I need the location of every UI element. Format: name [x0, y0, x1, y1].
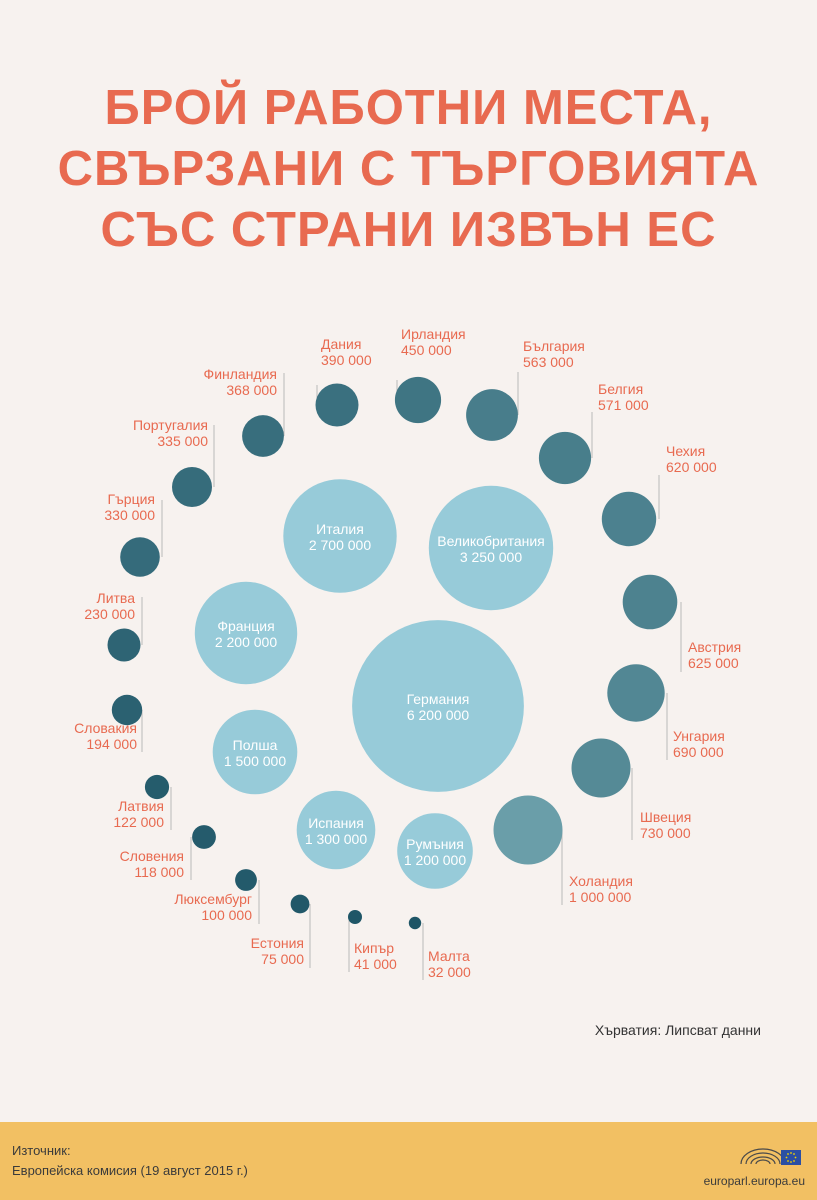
country-14-value-label: 450 000 — [401, 342, 452, 358]
country-16-name-label: Финландия — [204, 366, 277, 382]
chart-title: БРОЙ РАБОТНИ МЕСТА, СВЪРЗАНИ С ТЪРГОВИЯТ… — [0, 78, 817, 261]
country-15-value-label: 390 000 — [321, 352, 372, 368]
country-0-bubble — [352, 620, 524, 792]
country-18-value-label: 330 000 — [104, 507, 155, 523]
country-1-name-label: Великобритания — [437, 533, 545, 549]
country-21-value-label: 122 000 — [113, 814, 164, 830]
country-11-bubble — [601, 491, 657, 547]
country-6-value-label: 1 200 000 — [404, 852, 466, 868]
country-17-value-label: 335 000 — [157, 433, 208, 449]
country-12-bubble — [538, 431, 592, 485]
footer-bar: Източник: Европейска комисия (19 август … — [0, 1122, 817, 1200]
country-6-bubble — [397, 813, 473, 889]
title-line-3: СЪС СТРАНИ ИЗВЪН ЕС — [100, 203, 717, 257]
country-14-name-label: Ирландия — [401, 326, 466, 342]
country-17-name-label: Португалия — [133, 417, 208, 433]
country-12-value-label: 571 000 — [598, 397, 649, 413]
country-12-name-label: Белгия — [598, 381, 643, 397]
country-19-bubble — [107, 628, 141, 662]
country-23-bubble — [235, 869, 257, 891]
country-15-name-label: Дания — [321, 336, 361, 352]
country-16-bubble — [242, 415, 284, 457]
country-7-value-label: 1 000 000 — [569, 889, 631, 905]
country-22-value-label: 118 000 — [134, 864, 184, 880]
country-8-bubble — [571, 738, 631, 798]
source-label: Източник: — [12, 1143, 71, 1158]
country-25-bubble — [348, 910, 362, 924]
country-23-value-label: 100 000 — [201, 907, 252, 923]
country-10-value-label: 625 000 — [688, 655, 739, 671]
country-5-value-label: 1 300 000 — [305, 831, 367, 847]
country-11-name-label: Чехия — [666, 443, 705, 459]
country-3-name-label: Франция — [217, 618, 274, 634]
country-26-value-label: 32 000 — [428, 964, 471, 980]
missing-data-note: Хърватия: Липсват данни — [594, 1022, 761, 1038]
country-24-bubble — [290, 894, 310, 914]
country-26-name-label: Малта — [428, 948, 470, 964]
country-3-value-label: 2 200 000 — [215, 634, 277, 650]
country-24-value-label: 75 000 — [261, 951, 304, 967]
country-5-name-label: Испания — [308, 815, 364, 831]
country-25-value-label: 41 000 — [354, 956, 397, 972]
country-10-bubble — [622, 574, 678, 630]
country-3-bubble — [194, 581, 298, 685]
source-text: Европейска комисия (19 август 2015 г.) — [12, 1163, 248, 1178]
country-20-value-label: 194 000 — [86, 736, 137, 752]
country-7-bubble — [493, 795, 563, 865]
country-2-value-label: 2 700 000 — [309, 537, 371, 553]
country-7-name-label: Холандия — [569, 873, 633, 889]
country-19-name-label: Литва — [97, 590, 136, 606]
country-18-name-label: Гърция — [107, 491, 155, 507]
country-20-bubble — [111, 694, 143, 726]
country-0-value-label: 6 200 000 — [407, 707, 469, 723]
country-21-bubble — [144, 774, 170, 800]
country-5-bubble — [296, 790, 376, 870]
country-13-name-label: България — [523, 338, 585, 354]
country-15-bubble — [315, 383, 359, 427]
country-20-name-label: Словакия — [74, 720, 137, 736]
country-6-name-label: Румъния — [406, 836, 464, 852]
country-22-name-label: Словения — [120, 848, 184, 864]
country-16-value-label: 368 000 — [226, 382, 277, 398]
country-24-name-label: Естония — [251, 935, 304, 951]
country-8-name-label: Швеция — [640, 809, 691, 825]
country-17-bubble — [172, 467, 212, 507]
country-23-name-label: Люксембург — [174, 891, 252, 907]
country-9-value-label: 690 000 — [673, 744, 724, 760]
country-2-bubble — [283, 479, 397, 593]
country-10-name-label: Австрия — [688, 639, 741, 655]
country-21-name-label: Латвия — [118, 798, 164, 814]
european-parliament-logo-icon — [740, 1148, 801, 1165]
title-line-1: БРОЙ РАБОТНИ МЕСТА, — [104, 81, 713, 135]
country-9-bubble — [607, 664, 665, 722]
country-4-bubble — [212, 709, 298, 795]
country-4-value-label: 1 500 000 — [224, 753, 286, 769]
country-11-value-label: 620 000 — [666, 459, 717, 475]
country-1-value-label: 3 250 000 — [460, 549, 522, 565]
website-url: europarl.europa.eu — [703, 1174, 805, 1188]
country-25-name-label: Кипър — [354, 940, 394, 956]
country-13-value-label: 563 000 — [523, 354, 574, 370]
country-18-bubble — [120, 537, 160, 577]
country-14-bubble — [394, 376, 442, 424]
country-22-bubble — [192, 825, 216, 849]
title-line-2: СВЪРЗАНИ С ТЪРГОВИЯТА — [57, 142, 760, 196]
country-8-value-label: 730 000 — [640, 825, 691, 841]
country-4-name-label: Полша — [233, 737, 278, 753]
country-0-name-label: Германия — [407, 691, 470, 707]
country-26-bubble — [408, 916, 422, 930]
country-2-name-label: Италия — [316, 521, 364, 537]
country-13-bubble — [466, 389, 518, 441]
country-1-bubble — [428, 485, 554, 611]
country-9-name-label: Унгария — [673, 728, 725, 744]
country-19-value-label: 230 000 — [84, 606, 135, 622]
